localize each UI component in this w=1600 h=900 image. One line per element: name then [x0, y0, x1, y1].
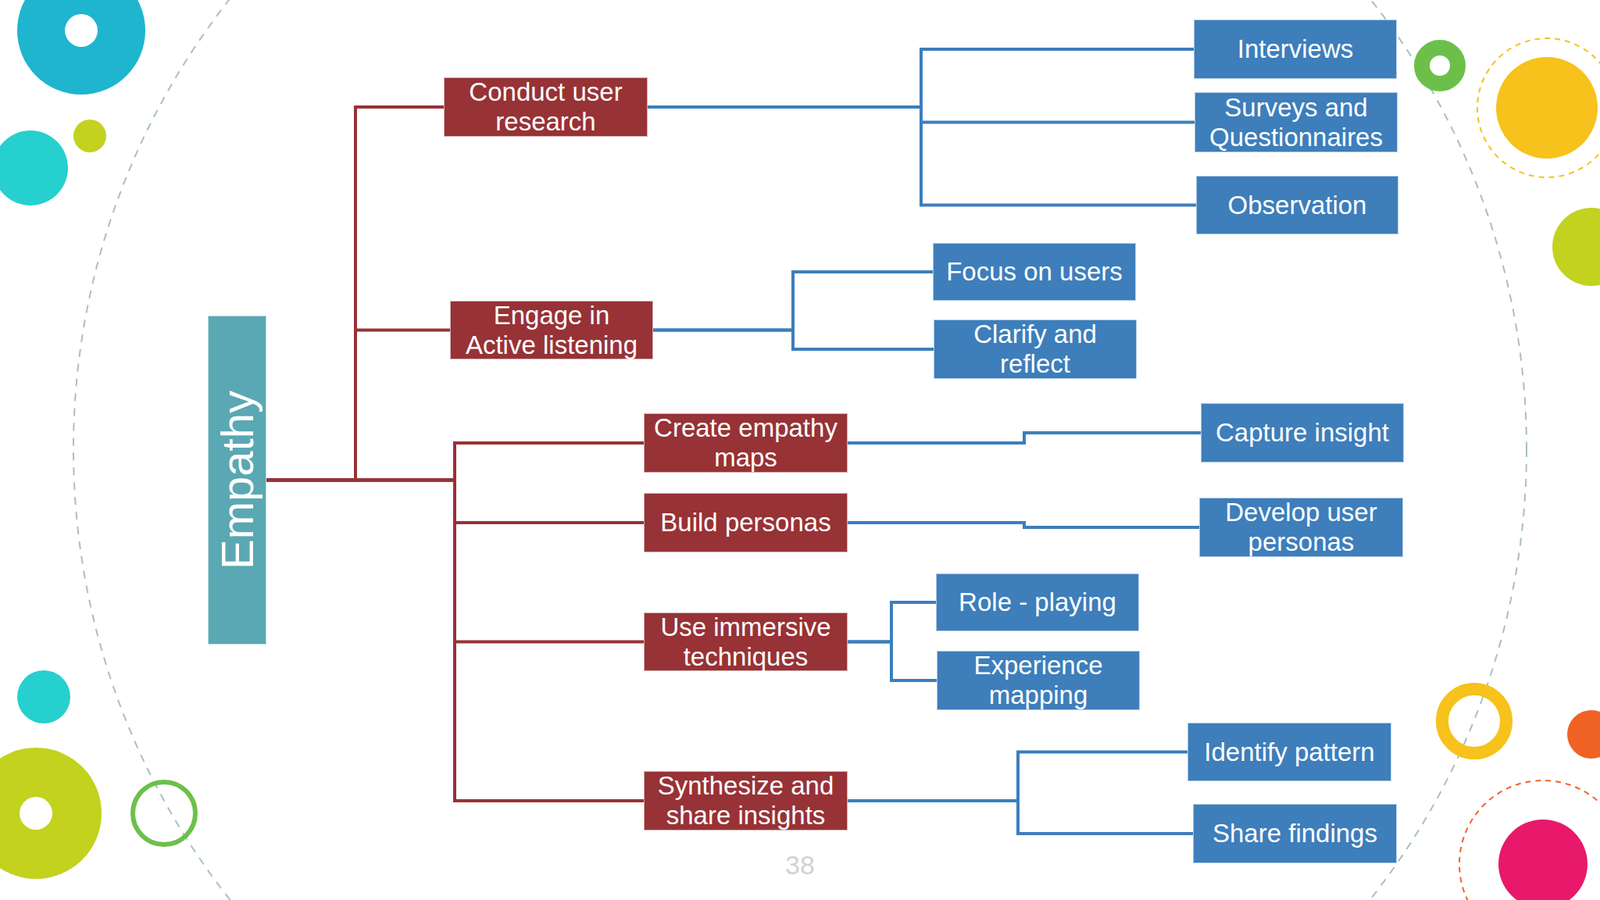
connector [647, 49, 1194, 108]
connector [847, 752, 1188, 802]
text-stack: Surveys and Questionnaires [1195, 92, 1397, 153]
deco-dot [19, 796, 53, 830]
text-stack: Engage in Active listening [460, 300, 644, 361]
connector [847, 602, 936, 643]
deco-circle [0, 130, 68, 206]
node-text: Experience mapping [937, 650, 1140, 711]
text-stack: Use immersive techniques [644, 612, 847, 672]
connector [266, 442, 644, 481]
node-text: Focus on users [946, 257, 1123, 287]
node-text: Synthesize and share insights [644, 771, 847, 831]
connector [653, 271, 933, 331]
text-stack: Empathy [214, 390, 261, 570]
leaf-box: Share findings [1192, 803, 1397, 864]
text-stack: Focus on users [946, 257, 1123, 287]
dashed-ring [1477, 38, 1600, 178]
deco-circle [1567, 710, 1600, 759]
node-text: Empathy [214, 390, 261, 570]
node-text: Conduct user research [444, 77, 647, 137]
node-text: Identify pattern [1203, 737, 1375, 768]
node-text: Engage in Active listening [460, 300, 644, 361]
branch-box: Synthesize and share insights [643, 771, 848, 831]
connector [847, 432, 1201, 443]
leaf-box: Surveys and Questionnaires [1194, 92, 1398, 153]
text-stack: Develop user personas [1200, 497, 1403, 558]
branch-box: Create empathy maps [643, 413, 848, 473]
text-stack: Interviews [1237, 34, 1354, 65]
leaf-box: Capture insight [1200, 403, 1404, 463]
deco-circle [1498, 819, 1588, 900]
node-text: Surveys and Questionnaires [1195, 92, 1397, 153]
text-stack: Clarify and reflect [945, 319, 1125, 379]
text-stack: Experience mapping [937, 650, 1140, 711]
node-text: Clarify and reflect [945, 319, 1125, 379]
text-stack: Conduct user research [444, 77, 647, 137]
connector [847, 642, 937, 682]
node-text: Develop user personas [1200, 497, 1403, 558]
leaf-box: Focus on users [932, 242, 1136, 301]
leaf-box: Interviews [1193, 19, 1397, 79]
connector [847, 800, 1193, 834]
leaf-box: Role - playing [935, 573, 1140, 632]
deco-circle [17, 670, 71, 724]
deco-circle [1552, 207, 1600, 286]
text-stack: Share findings [1212, 818, 1378, 849]
connector [266, 480, 644, 802]
branch-box: Use immersive techniques [643, 612, 848, 672]
branch-box: Engage in Active listening [450, 300, 654, 360]
deco-circle [17, 0, 146, 95]
leaf-box: Identify pattern [1187, 722, 1392, 782]
deco-circle [0, 747, 102, 879]
deco-circle [73, 119, 107, 153]
leaf-box: Observation [1196, 175, 1399, 235]
page-number: 38 [785, 850, 815, 881]
text-stack: Create empathy maps [644, 413, 847, 473]
leaf-box: Develop user personas [1199, 497, 1404, 558]
connector [266, 330, 450, 481]
text-stack: Build personas [660, 507, 831, 538]
text-stack: Synthesize and share insights [644, 771, 847, 831]
dashed-arc [73, 0, 1527, 900]
leaf-box: Clarify and reflect [933, 319, 1137, 379]
deco-ring [132, 782, 196, 845]
connector [847, 522, 1200, 528]
deco-ring [1421, 47, 1458, 84]
topic-box: Empathy [207, 315, 267, 645]
node-text: Create empathy maps [644, 413, 847, 473]
node-text: Share findings [1212, 818, 1378, 849]
text-stack: Identify pattern [1203, 737, 1375, 768]
deco-circle [1496, 57, 1598, 159]
node-text: Build personas [660, 507, 831, 538]
node-text: Role - playing [958, 587, 1117, 618]
node-text: Capture insight [1215, 417, 1390, 448]
text-stack: Observation [1228, 190, 1368, 221]
dashed-ring [1459, 780, 1600, 900]
text-stack: Capture insight [1215, 417, 1390, 448]
branch-box: Conduct user research [443, 77, 648, 137]
deco-dot [64, 14, 98, 47]
text-stack: Role - playing [958, 587, 1117, 618]
node-text: Interviews [1237, 34, 1354, 65]
connector [653, 330, 934, 350]
connector [647, 107, 1197, 206]
node-text: Use immersive techniques [644, 612, 847, 672]
branch-box: Build personas [643, 492, 848, 553]
deco-ring [1442, 689, 1507, 754]
node-text: Observation [1228, 190, 1368, 221]
leaf-box: Experience mapping [936, 650, 1140, 711]
